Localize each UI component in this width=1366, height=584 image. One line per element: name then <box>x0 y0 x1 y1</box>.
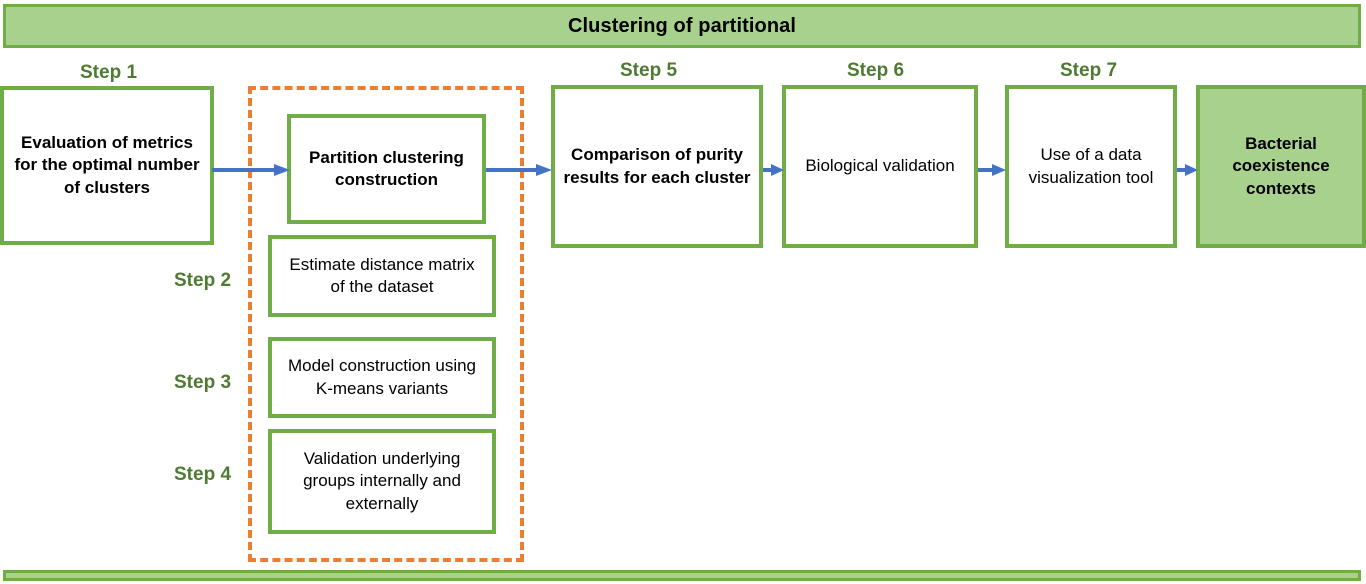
box-visualization-tool[interactable]: Use of a data visualization tool <box>1005 85 1177 248</box>
arrow-step5-to-step6 <box>763 164 784 176</box>
box-bacterial-contexts[interactable]: Bacterial coexistence contexts <box>1196 85 1366 248</box>
step-label-5: Step 5 <box>620 60 678 81</box>
step-label-7: Step 7 <box>1060 60 1118 81</box>
box-comparison-purity-label: Comparison of purity results for each cl… <box>563 145 751 187</box>
box-partition-clustering-label: Partition clustering construction <box>309 147 464 189</box>
arrow-step7-to-outcome <box>1177 164 1198 176</box>
box-model-construction-label: Model construction using K-means variant… <box>287 356 477 398</box>
box-validation-groups-label: Validation underlying groups internally … <box>303 448 461 513</box>
partition-group-frame <box>248 86 524 562</box>
arrow-step6-to-step7 <box>978 164 1006 176</box>
box-evaluation-metrics[interactable]: Evaluation of metrics for the optimal nu… <box>0 86 214 245</box>
arrow-step2-to-step5 <box>486 164 552 176</box>
box-model-construction[interactable]: Model construction using K-means variant… <box>268 337 496 418</box>
box-estimate-distance-label: Estimate distance matrix of the dataset <box>289 254 475 296</box>
box-validation-groups[interactable]: Validation underlying groups internally … <box>268 429 496 534</box>
box-evaluation-metrics-label: Evaluation of metrics for the optimal nu… <box>14 132 200 197</box>
box-comparison-purity[interactable]: Comparison of purity results for each cl… <box>551 85 763 248</box>
footer-bar <box>3 570 1361 581</box>
box-biological-validation[interactable]: Biological validation <box>782 85 978 248</box>
box-visualization-tool-label: Use of a data visualization tool <box>1028 145 1154 187</box>
box-biological-validation-label: Biological validation <box>805 156 955 176</box>
step-label-2: Step 2 <box>174 270 232 291</box>
box-partition-clustering[interactable]: Partition clustering construction <box>287 114 486 224</box>
box-bacterial-contexts-label: Bacterial coexistence contexts <box>1232 133 1330 198</box>
header-banner: Clustering of partitional <box>3 4 1361 48</box>
step-label-6: Step 6 <box>847 60 905 81</box>
diagram-title: Clustering of partitional <box>567 14 797 37</box>
step-label-3: Step 3 <box>174 372 232 393</box>
step-label-1: Step 1 <box>80 62 138 83</box>
arrow-step1-to-step2 <box>212 164 290 176</box>
step-label-4: Step 4 <box>174 464 232 485</box>
box-estimate-distance[interactable]: Estimate distance matrix of the dataset <box>268 235 496 317</box>
